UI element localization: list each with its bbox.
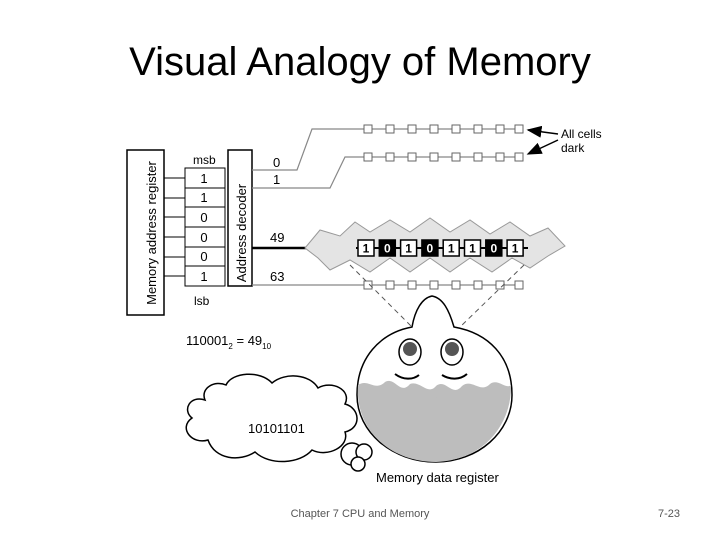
memory-cell: 0 [485, 239, 503, 257]
footer-page-number: 7-23 [657, 508, 680, 520]
memory-cell: 0 [378, 239, 397, 257]
memory-cell-value: 1 [405, 242, 412, 256]
line-label-1: 1 [273, 172, 280, 187]
memory-cell-value: 0 [384, 242, 391, 256]
line-label-0: 0 [273, 155, 280, 170]
address-equation: 1100012 = 4910 [186, 333, 272, 351]
all-cells-dark-callout: All cells dark [526, 125, 605, 155]
memory-cell: 1 [506, 239, 524, 257]
decoder-label: Address decoder [234, 183, 249, 282]
bit-1: 1 [200, 171, 207, 186]
thought-text: 10101101 [248, 421, 305, 436]
memory-row-1 [363, 152, 524, 162]
memory-address-register: Memory address register [126, 149, 165, 316]
bit-3: 0 [200, 210, 207, 225]
memory-row-63 [363, 280, 524, 290]
memory-cell: 1 [463, 239, 482, 257]
address-decoder: Address decoder [227, 149, 253, 287]
memory-cell: 1 [357, 239, 375, 257]
bit-5: 0 [200, 249, 207, 264]
memory-row-0 [363, 124, 524, 134]
memory-cell: 1 [399, 239, 418, 257]
memory-cell-value: 0 [427, 242, 434, 256]
callout-text: All cells dark [561, 127, 605, 155]
bit-6: 1 [200, 269, 207, 284]
memory-cell-value: 1 [512, 242, 519, 256]
memory-cell-value: 0 [490, 242, 497, 256]
mar-label: Memory address register [144, 160, 159, 304]
msb-label: msb [193, 153, 216, 167]
memory-data-register-face: Memory data register [356, 295, 513, 485]
projection-lines [349, 264, 525, 328]
slide-title: Visual Analogy of Memory [129, 40, 591, 84]
memory-cell: 0 [421, 239, 439, 257]
lsb-label: lsb [194, 294, 210, 308]
mdr-label: Memory data register [376, 470, 499, 485]
bit-2: 1 [200, 190, 207, 205]
line-label-63: 63 [270, 269, 284, 284]
thought-cloud: 10101101 [185, 373, 373, 472]
footer-chapter: Chapter 7 CPU and Memory [290, 508, 430, 520]
address-bits: msb 1 1 0 0 0 1 lsb [164, 153, 226, 308]
memory-cell-value: 1 [363, 242, 370, 256]
memory-cell-value: 1 [469, 242, 476, 256]
memory-cell-value: 1 [448, 242, 455, 256]
bit-4: 0 [200, 230, 207, 245]
line-label-49: 49 [270, 230, 284, 245]
memory-cell: 1 [442, 239, 460, 257]
